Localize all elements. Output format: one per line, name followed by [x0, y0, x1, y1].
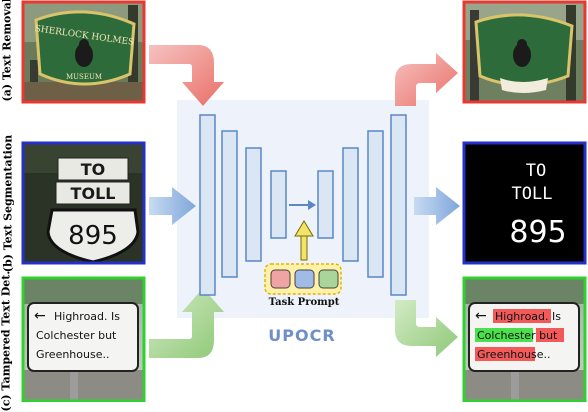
arrow-in-segmentation [149, 187, 196, 225]
unet-encoder [199, 114, 287, 296]
tamper-highlight-3 [536, 328, 564, 342]
sign-c-arrow: ← [34, 308, 46, 324]
prompt-token-tampered [318, 269, 339, 289]
seg-toll: TOLL [512, 184, 553, 204]
sign-c-line1: Highroad. Is [54, 310, 120, 323]
sign-b-number: 895 [68, 221, 118, 251]
upocr-diagram: SHERLOCK HOLMES MUSEUM TO TOLL 895 ← Hig… [21, 0, 587, 402]
prompt-arrow [294, 220, 314, 261]
input-image-text-removal: SHERLOCK HOLMES MUSEUM [21, 0, 146, 104]
arrow-out-tampered [395, 300, 458, 357]
sign-b-to: TO [81, 160, 106, 179]
seg-number: 895 [509, 215, 566, 250]
tampered-line2: Colchester but [477, 329, 558, 342]
encoder-block-3 [245, 147, 262, 262]
tampered-line1: Highroad. Is [495, 310, 561, 323]
svg-text:←: ← [475, 308, 487, 324]
decoder-block-3 [367, 130, 384, 278]
arrow-in-removal [149, 45, 224, 106]
tamper-highlight-4 [475, 347, 535, 361]
model-name: UPOCR [268, 326, 335, 345]
input-image-tampered-text: ← Highroad. Is Colchester but Greenhouse… [21, 276, 146, 402]
encoder-block-2 [221, 130, 238, 278]
decoder-block-2 [342, 147, 359, 262]
tamper-highlight-1 [493, 309, 551, 323]
sign-b-toll: TOLL [71, 184, 116, 203]
encoder-block-4 [270, 170, 287, 239]
unet-decoder [317, 114, 407, 296]
output-image-text-removal [462, 0, 587, 104]
arrow-out-removal [395, 53, 458, 106]
decoder-block-1 [317, 170, 334, 239]
arrow-out-segmentation [414, 187, 460, 225]
sign-c-line3: Greenhouse.. [36, 348, 109, 361]
prompt-token-removal [270, 269, 291, 289]
bottleneck-arrow [289, 200, 316, 210]
sign-a-subtitle: MUSEUM [66, 73, 102, 81]
tamper-highlight-2 [475, 328, 533, 342]
decoder-block-4 [390, 114, 407, 296]
tampered-line3: Greenhouse.. [477, 348, 550, 361]
output-image-text-segmentation: TO TOLL 895 [462, 141, 587, 265]
arrow-in-tampered [149, 288, 224, 358]
input-image-text-segmentation: TO TOLL 895 [21, 141, 146, 265]
seg-to: TO [526, 161, 546, 181]
sign-c-line2: Colchester but [36, 329, 117, 342]
prompt-token-segmentation [294, 269, 315, 289]
task-prompt: Task Prompt [264, 263, 342, 308]
output-image-tampered-text: ← Highroad. Is Colchester but Greenhouse… [462, 276, 587, 402]
task-prompt-label: Task Prompt [269, 297, 340, 308]
encoder-block-1 [199, 114, 216, 296]
